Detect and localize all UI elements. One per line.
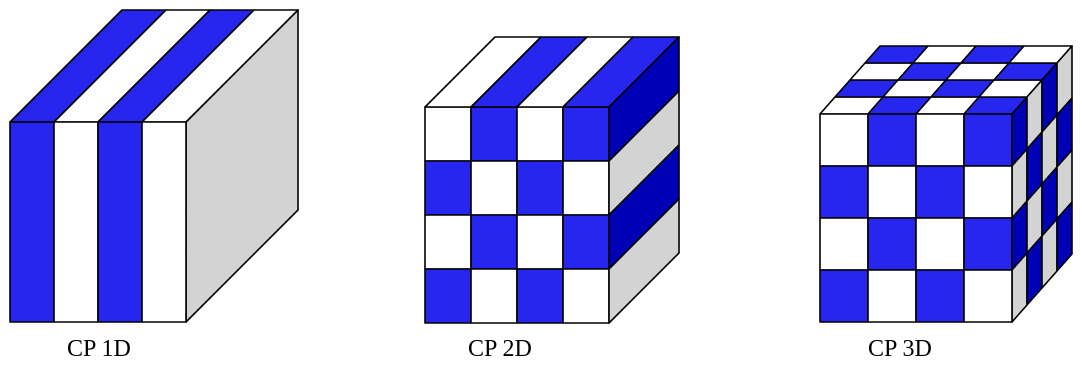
front-stripe bbox=[97, 121, 143, 323]
cube-cp-3d bbox=[819, 45, 1073, 323]
front-cell bbox=[867, 165, 917, 219]
front-cell bbox=[867, 217, 917, 271]
caption-cp-3d: CP 3D bbox=[868, 336, 932, 362]
front-cell bbox=[424, 106, 472, 162]
cube-cp-2d bbox=[424, 36, 680, 324]
side-cell bbox=[1056, 201, 1073, 272]
front-cell bbox=[915, 113, 965, 167]
front-cell bbox=[562, 214, 610, 270]
front-stripe bbox=[53, 121, 99, 323]
front-cell bbox=[963, 113, 1013, 167]
side-band bbox=[608, 198, 680, 324]
front-cell bbox=[516, 160, 564, 216]
front-cell bbox=[915, 165, 965, 219]
front-cell bbox=[963, 269, 1013, 323]
caption-cp-1d: CP 1D bbox=[67, 336, 131, 362]
front-cell bbox=[867, 269, 917, 323]
front-cell bbox=[562, 268, 610, 324]
front-cell bbox=[424, 160, 472, 216]
front-cell bbox=[516, 214, 564, 270]
front-stripe bbox=[9, 121, 55, 323]
front-cell bbox=[819, 165, 869, 219]
front-cell bbox=[867, 113, 917, 167]
front-cell bbox=[963, 165, 1013, 219]
front-cell bbox=[424, 268, 472, 324]
front-cell bbox=[470, 160, 518, 216]
front-cell bbox=[516, 106, 564, 162]
cube-cp-1d bbox=[9, 9, 299, 323]
front-cell bbox=[470, 214, 518, 270]
front-cell bbox=[562, 106, 610, 162]
front-cell bbox=[819, 217, 869, 271]
front-cell bbox=[562, 160, 610, 216]
front-cell bbox=[963, 217, 1013, 271]
caption-cp-2d: CP 2D bbox=[468, 336, 532, 362]
front-cell bbox=[516, 268, 564, 324]
front-stripe bbox=[141, 121, 187, 323]
front-cell bbox=[915, 217, 965, 271]
front-cell bbox=[470, 268, 518, 324]
front-cell bbox=[819, 113, 869, 167]
front-cell bbox=[424, 214, 472, 270]
front-cell bbox=[819, 269, 869, 323]
front-cell bbox=[915, 269, 965, 323]
front-cell bbox=[470, 106, 518, 162]
